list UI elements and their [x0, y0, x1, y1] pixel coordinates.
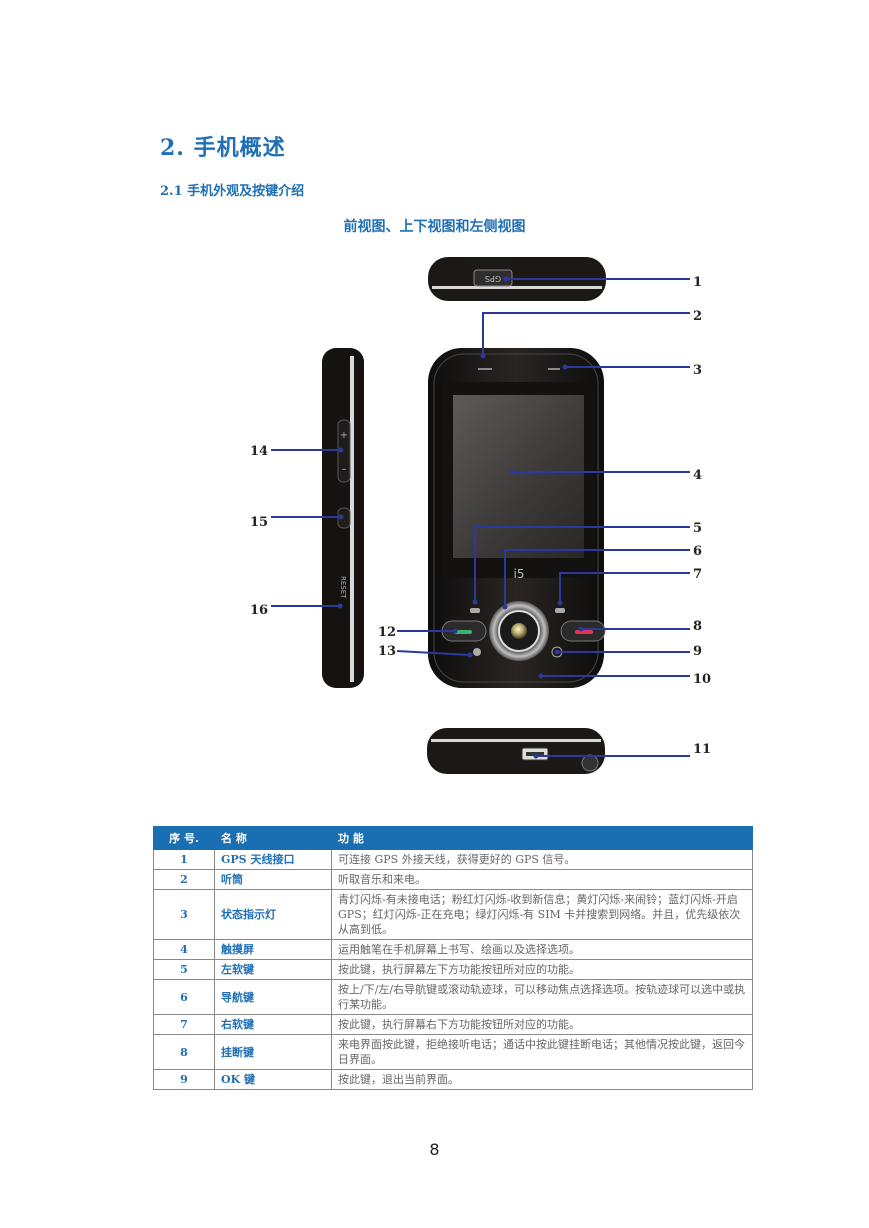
- header-number: 序 号.: [153, 826, 215, 850]
- callout-15: 15: [250, 515, 268, 530]
- row-name: 状态指示灯: [214, 889, 332, 940]
- row-name: 右软键: [214, 1014, 332, 1035]
- row-name: 左软键: [214, 959, 332, 980]
- table-row: 8 挂断键 来电界面按此键，拒绝接听电话；通话中按此键挂断电话；其他情况按此键，…: [153, 1034, 753, 1070]
- table-row: 5 左软键 按此键，执行屏幕左下方功能按钮所对应的功能。: [153, 959, 753, 980]
- row-number: 5: [153, 959, 215, 980]
- row-function: 可连接 GPS 外接天线，获得更好的 GPS 信号。: [331, 849, 753, 870]
- callout-10: 10: [693, 672, 711, 687]
- figure-title: 前视图、上下视图和左侧视图: [343, 219, 526, 235]
- leader-dots: [337, 276, 584, 759]
- callout-11: 11: [693, 742, 711, 757]
- subsection-title: 2.1 手机外观及按键介绍: [160, 184, 305, 199]
- row-number: 9: [153, 1069, 215, 1090]
- row-number: 6: [153, 979, 215, 1015]
- reset-label: RESET: [339, 576, 347, 599]
- svg-text:–: –: [342, 464, 347, 475]
- callout-5: 5: [693, 521, 702, 536]
- callout-3: 3: [693, 363, 702, 378]
- row-name: 挂断键: [214, 1034, 332, 1070]
- callout-4: 4: [693, 468, 702, 483]
- row-name: 听筒: [214, 869, 332, 890]
- phone-figure: GPS + – RESET i5: [250, 257, 711, 774]
- row-function: 青灯闪烁-有未接电话；粉红灯闪烁-收到新信息；黄灯闪烁-来闹铃；蓝灯闪烁-开启 …: [331, 889, 753, 940]
- section-title: 2. 手机概述: [160, 135, 286, 161]
- header-name: 名 称: [214, 826, 332, 850]
- row-function: 听取音乐和来电。: [331, 869, 753, 890]
- table-row: 7 右软键 按此键，执行屏幕右下方功能按钮所对应的功能。: [153, 1014, 753, 1035]
- row-name: OK 键: [214, 1069, 332, 1090]
- row-function: 按此键，退出当前界面。: [331, 1069, 753, 1090]
- callout-1: 1: [693, 275, 702, 290]
- page-number: 8: [429, 1140, 440, 1159]
- callout-7: 7: [693, 567, 702, 582]
- model-label: i5: [514, 567, 525, 581]
- callout-6: 6: [693, 544, 702, 559]
- table-row: 6 导航键 按上/下/左/右导航键或滚动轨迹球，可以移动焦点选择选项。按轨迹球可…: [153, 979, 753, 1015]
- table-row: 3 状态指示灯 青灯闪烁-有未接电话；粉红灯闪烁-收到新信息；黄灯闪烁-来闹铃；…: [153, 889, 753, 940]
- row-function: 按此键，执行屏幕右下方功能按钮所对应的功能。: [331, 1014, 753, 1035]
- row-function: 运用触笔在手机屏幕上书写、绘画以及选择选项。: [331, 939, 753, 960]
- table-row: 9 OK 键 按此键，退出当前界面。: [153, 1069, 753, 1090]
- row-function: 来电界面按此键，拒绝接听电话；通话中按此键挂断电话；其他情况按此键，返回今日界面…: [331, 1034, 753, 1070]
- callout-2: 2: [693, 309, 702, 324]
- row-number: 2: [153, 869, 215, 890]
- table-row: 2 听筒 听取音乐和来电。: [153, 869, 753, 890]
- row-function: 按此键，执行屏幕左下方功能按钮所对应的功能。: [331, 959, 753, 980]
- row-number: 3: [153, 889, 215, 940]
- row-name: 触摸屏: [214, 939, 332, 960]
- callout-16: 16: [250, 603, 268, 618]
- table-header-row: 序 号. 名 称 功 能: [153, 826, 753, 850]
- row-number: 4: [153, 939, 215, 960]
- row-name: 导航键: [214, 979, 332, 1015]
- row-name: GPS 天线接口: [214, 849, 332, 870]
- callout-12: 12: [378, 625, 396, 640]
- header-function: 功 能: [331, 826, 753, 850]
- gps-port-label: GPS: [485, 274, 501, 283]
- callout-13: 13: [378, 644, 396, 659]
- callout-8: 8: [693, 619, 702, 634]
- table-row: 4 触摸屏 运用触笔在手机屏幕上书写、绘画以及选择选项。: [153, 939, 753, 960]
- callout-14: 14: [250, 444, 268, 459]
- row-number: 7: [153, 1014, 215, 1035]
- row-number: 1: [153, 849, 215, 870]
- callout-9: 9: [693, 644, 702, 659]
- row-number: 8: [153, 1034, 215, 1070]
- table-row: 1 GPS 天线接口 可连接 GPS 外接天线，获得更好的 GPS 信号。: [153, 849, 753, 870]
- front-view: [428, 348, 606, 688]
- bottom-view: [427, 728, 605, 774]
- key-function-table: 序 号. 名 称 功 能 1 GPS 天线接口 可连接 GPS 外接天线，获得更…: [153, 826, 753, 1090]
- leader-lines: [271, 278, 690, 757]
- row-function: 按上/下/左/右导航键或滚动轨迹球，可以移动焦点选择选项。按轨迹球可以选中或执行…: [331, 979, 753, 1015]
- svg-text:+: +: [340, 430, 348, 441]
